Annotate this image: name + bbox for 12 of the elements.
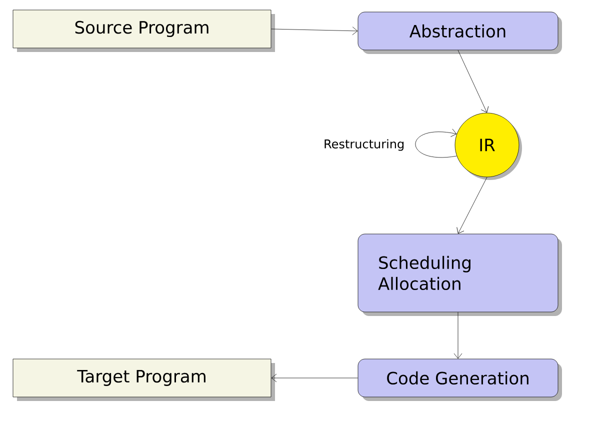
- loop-arrow: [415, 128, 457, 158]
- arrow: [456, 177, 488, 234]
- arrow: [458, 50, 489, 113]
- program-box: Source Program: [12, 10, 275, 52]
- arrow: [271, 26, 358, 36]
- arrow: [271, 374, 358, 382]
- process-box: Code Generation: [358, 358, 562, 401]
- edge-label: Restructuring: [324, 139, 404, 151]
- arrow: [454, 312, 462, 359]
- process-box: Abstraction: [358, 12, 562, 54]
- program-box: Target Program: [12, 358, 275, 401]
- process-box: Scheduling Allocation: [358, 234, 562, 316]
